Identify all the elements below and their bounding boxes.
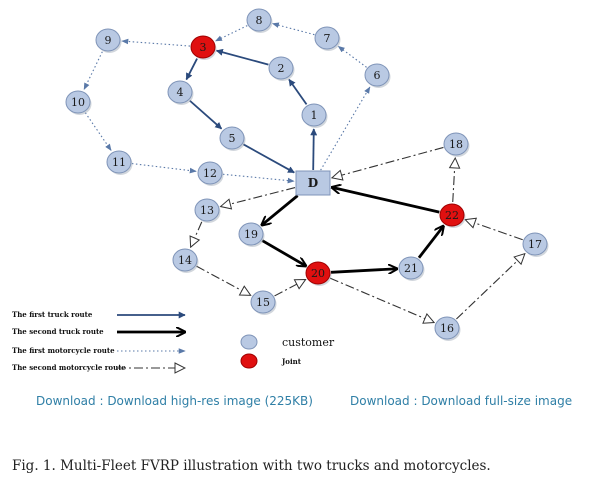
customer-node-7: 7 [314, 26, 341, 51]
customer-node-21: 21 [398, 256, 425, 281]
route-edge-moto1-11-to-12 [131, 163, 197, 174]
route-edge-moto2-D-to-13 [221, 187, 296, 207]
route-edge-moto2-17-to-22 [465, 220, 523, 241]
customer-node-16: 16 [434, 316, 461, 341]
route-edges [83, 22, 525, 323]
customer-node-6: 6 [364, 63, 391, 88]
node-label-20: 20 [311, 267, 325, 280]
node-label-3: 3 [200, 41, 207, 54]
customer-node-9: 9 [95, 28, 122, 53]
node-label-12: 12 [203, 167, 217, 180]
joint-node-3: 3 [190, 35, 217, 60]
customer-node-8: 8 [246, 8, 273, 33]
route-edge-moto1-9-to-10 [83, 51, 103, 91]
route-edge-truck2-21-to-22 [417, 226, 443, 259]
route-edge-moto1-6-to-7 [337, 45, 367, 68]
node-label-10: 10 [71, 96, 85, 109]
node-label-17: 17 [528, 238, 542, 251]
route-edge-truck1-5-to-D [242, 143, 295, 174]
depot-node: D [295, 170, 331, 196]
legend-customer-label: customer [282, 336, 335, 349]
route-edge-moto1-10-to-11 [84, 112, 112, 152]
node-label-7: 7 [324, 32, 331, 45]
customer-node-1: 1 [301, 103, 328, 128]
route-edge-truck1-2-to-3 [215, 48, 269, 66]
route-edge-truck1-1-to-2 [288, 78, 308, 105]
node-label-13: 13 [200, 204, 214, 217]
customer-node-15: 15 [250, 290, 277, 315]
customer-node-19: 19 [238, 222, 265, 247]
legend-label-truck2: The second truck route [12, 327, 104, 336]
legend-label-moto2: The second motorcycle route [12, 363, 126, 372]
node-label-18: 18 [449, 138, 463, 151]
node-label-1: 1 [311, 109, 318, 122]
customer-node-5: 5 [219, 126, 246, 151]
route-edge-moto2-20-to-16 [329, 277, 434, 322]
node-label-19: 19 [244, 228, 258, 241]
node-label-11: 11 [112, 156, 126, 169]
node-label-4: 4 [177, 86, 184, 99]
node-label-9: 9 [105, 34, 112, 47]
node-label-2: 2 [278, 62, 285, 75]
node-label-22: 22 [445, 209, 459, 222]
route-edge-moto1-7-to-8 [271, 22, 315, 36]
route-edge-moto2-18-to-D [332, 146, 444, 177]
route-edge-truck2-22-to-D [332, 187, 440, 214]
node-label-5: 5 [229, 132, 236, 145]
route-edge-truck1-4-to-5 [189, 99, 223, 130]
customer-node-13: 13 [194, 198, 221, 223]
route-edge-moto1-3-to-9 [121, 38, 191, 47]
customer-node-2: 2 [268, 56, 295, 81]
joint-node-20: 20 [305, 261, 332, 286]
route-edge-moto2-15-to-20 [274, 280, 305, 297]
route-edge-truck1-D-to-1 [310, 128, 318, 171]
node-label-15: 15 [256, 296, 270, 309]
route-edge-moto1-D-to-6 [320, 86, 371, 171]
customer-node-12: 12 [197, 161, 224, 186]
download-full-size-link[interactable]: Download : Download full-size image [350, 394, 573, 408]
node-label-6: 6 [374, 69, 381, 82]
route-edge-truck1-3-to-4 [185, 58, 198, 81]
node-label-16: 16 [440, 322, 454, 335]
route-edge-moto2-13-to-14 [191, 221, 203, 247]
route-edge-moto2-14-to-15 [196, 265, 250, 295]
customer-node-10: 10 [65, 90, 92, 115]
route-edge-moto1-8-to-3 [214, 25, 248, 42]
depot-label: D [308, 176, 318, 190]
download-high-res-link[interactable]: Download : Download high-res image (225K… [36, 394, 313, 408]
route-edge-moto1-12-to-D [222, 173, 295, 184]
route-edge-moto2-16-to-17 [456, 254, 524, 320]
customer-node-17: 17 [522, 232, 549, 257]
customer-node-11: 11 [106, 150, 133, 175]
route-edge-moto2-22-to-18 [453, 158, 455, 203]
node-label-8: 8 [256, 14, 263, 27]
joint-node-22: 22 [439, 203, 466, 228]
route-edge-truck2-20-to-21 [330, 269, 397, 273]
route-edge-truck2-D-to-19 [262, 194, 299, 225]
legend-joint: Joint [240, 353, 302, 369]
node-label-21: 21 [404, 262, 418, 275]
legend-label-moto1: The first motorcycle route [12, 346, 115, 355]
customer-node-18: 18 [443, 132, 470, 157]
figure-caption: Fig. 1. Multi-Fleet FVRP illustration wi… [12, 458, 491, 474]
customer-node-4: 4 [167, 80, 194, 105]
legend-joint-label: Joint [281, 357, 302, 366]
node-label-14: 14 [178, 254, 192, 267]
legend-customer: customer [240, 334, 335, 350]
legend-label-truck1: The first truck route [12, 310, 93, 319]
customer-node-14: 14 [172, 248, 199, 273]
route-edge-truck2-19-to-20 [261, 239, 306, 266]
